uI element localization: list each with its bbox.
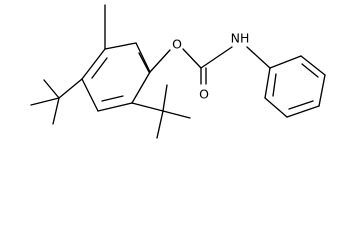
tert-butyl-branch (43, 79, 60, 99)
ring-double-bond-inner (91, 57, 108, 79)
molecular-structure: O O NH (30, 4, 326, 139)
ring-bond (104, 42, 137, 50)
ring-bond (81, 78, 99, 112)
ring-bond (300, 55, 326, 76)
ring-bond (264, 97, 288, 118)
nitrogen-to-phenyl-bond (246, 46, 271, 69)
tert-butyl-bond (131, 102, 164, 112)
ring-double-bond-inner (101, 95, 124, 102)
tert-butyl-group-left (30, 78, 83, 125)
ring-double-bond-inner (138, 52, 150, 73)
ring-double-bond-inner (288, 100, 314, 110)
phenyl-ring-substituted (81, 42, 151, 112)
tert-butyl-branch (162, 84, 168, 112)
ring-double-bond-inner (301, 63, 319, 78)
structure-canvas: O O NH (30, 4, 326, 139)
ring-bond (81, 48, 106, 80)
carbonyl-oxygen-label: O (199, 87, 209, 102)
ring-to-oxygen-bond (149, 49, 171, 73)
phenyl-ring-right (264, 55, 326, 118)
amide-nitrogen-label: NH (231, 31, 250, 46)
ring-double-bond-inner (272, 73, 277, 97)
ring-bond (135, 42, 151, 73)
tert-butyl-branch (156, 110, 164, 139)
tert-butyl-branch (162, 110, 191, 119)
oxygen-to-carbonyl-bond (182, 48, 202, 69)
ring-bond (97, 102, 133, 112)
ring-bond (269, 55, 302, 69)
tert-butyl-branch (30, 97, 60, 106)
ring-bond (264, 67, 271, 99)
ring-bond (318, 74, 326, 107)
carbonyl-to-nitrogen-bond (200, 46, 233, 69)
tert-butyl-group-bottom (131, 84, 191, 139)
ester-oxygen-label: O (172, 37, 182, 52)
ring-bond (131, 71, 151, 104)
tert-butyl-bond (58, 78, 83, 99)
tert-butyl-branch (52, 97, 60, 125)
carbamate-group (149, 46, 271, 85)
ring-bond (286, 105, 320, 118)
